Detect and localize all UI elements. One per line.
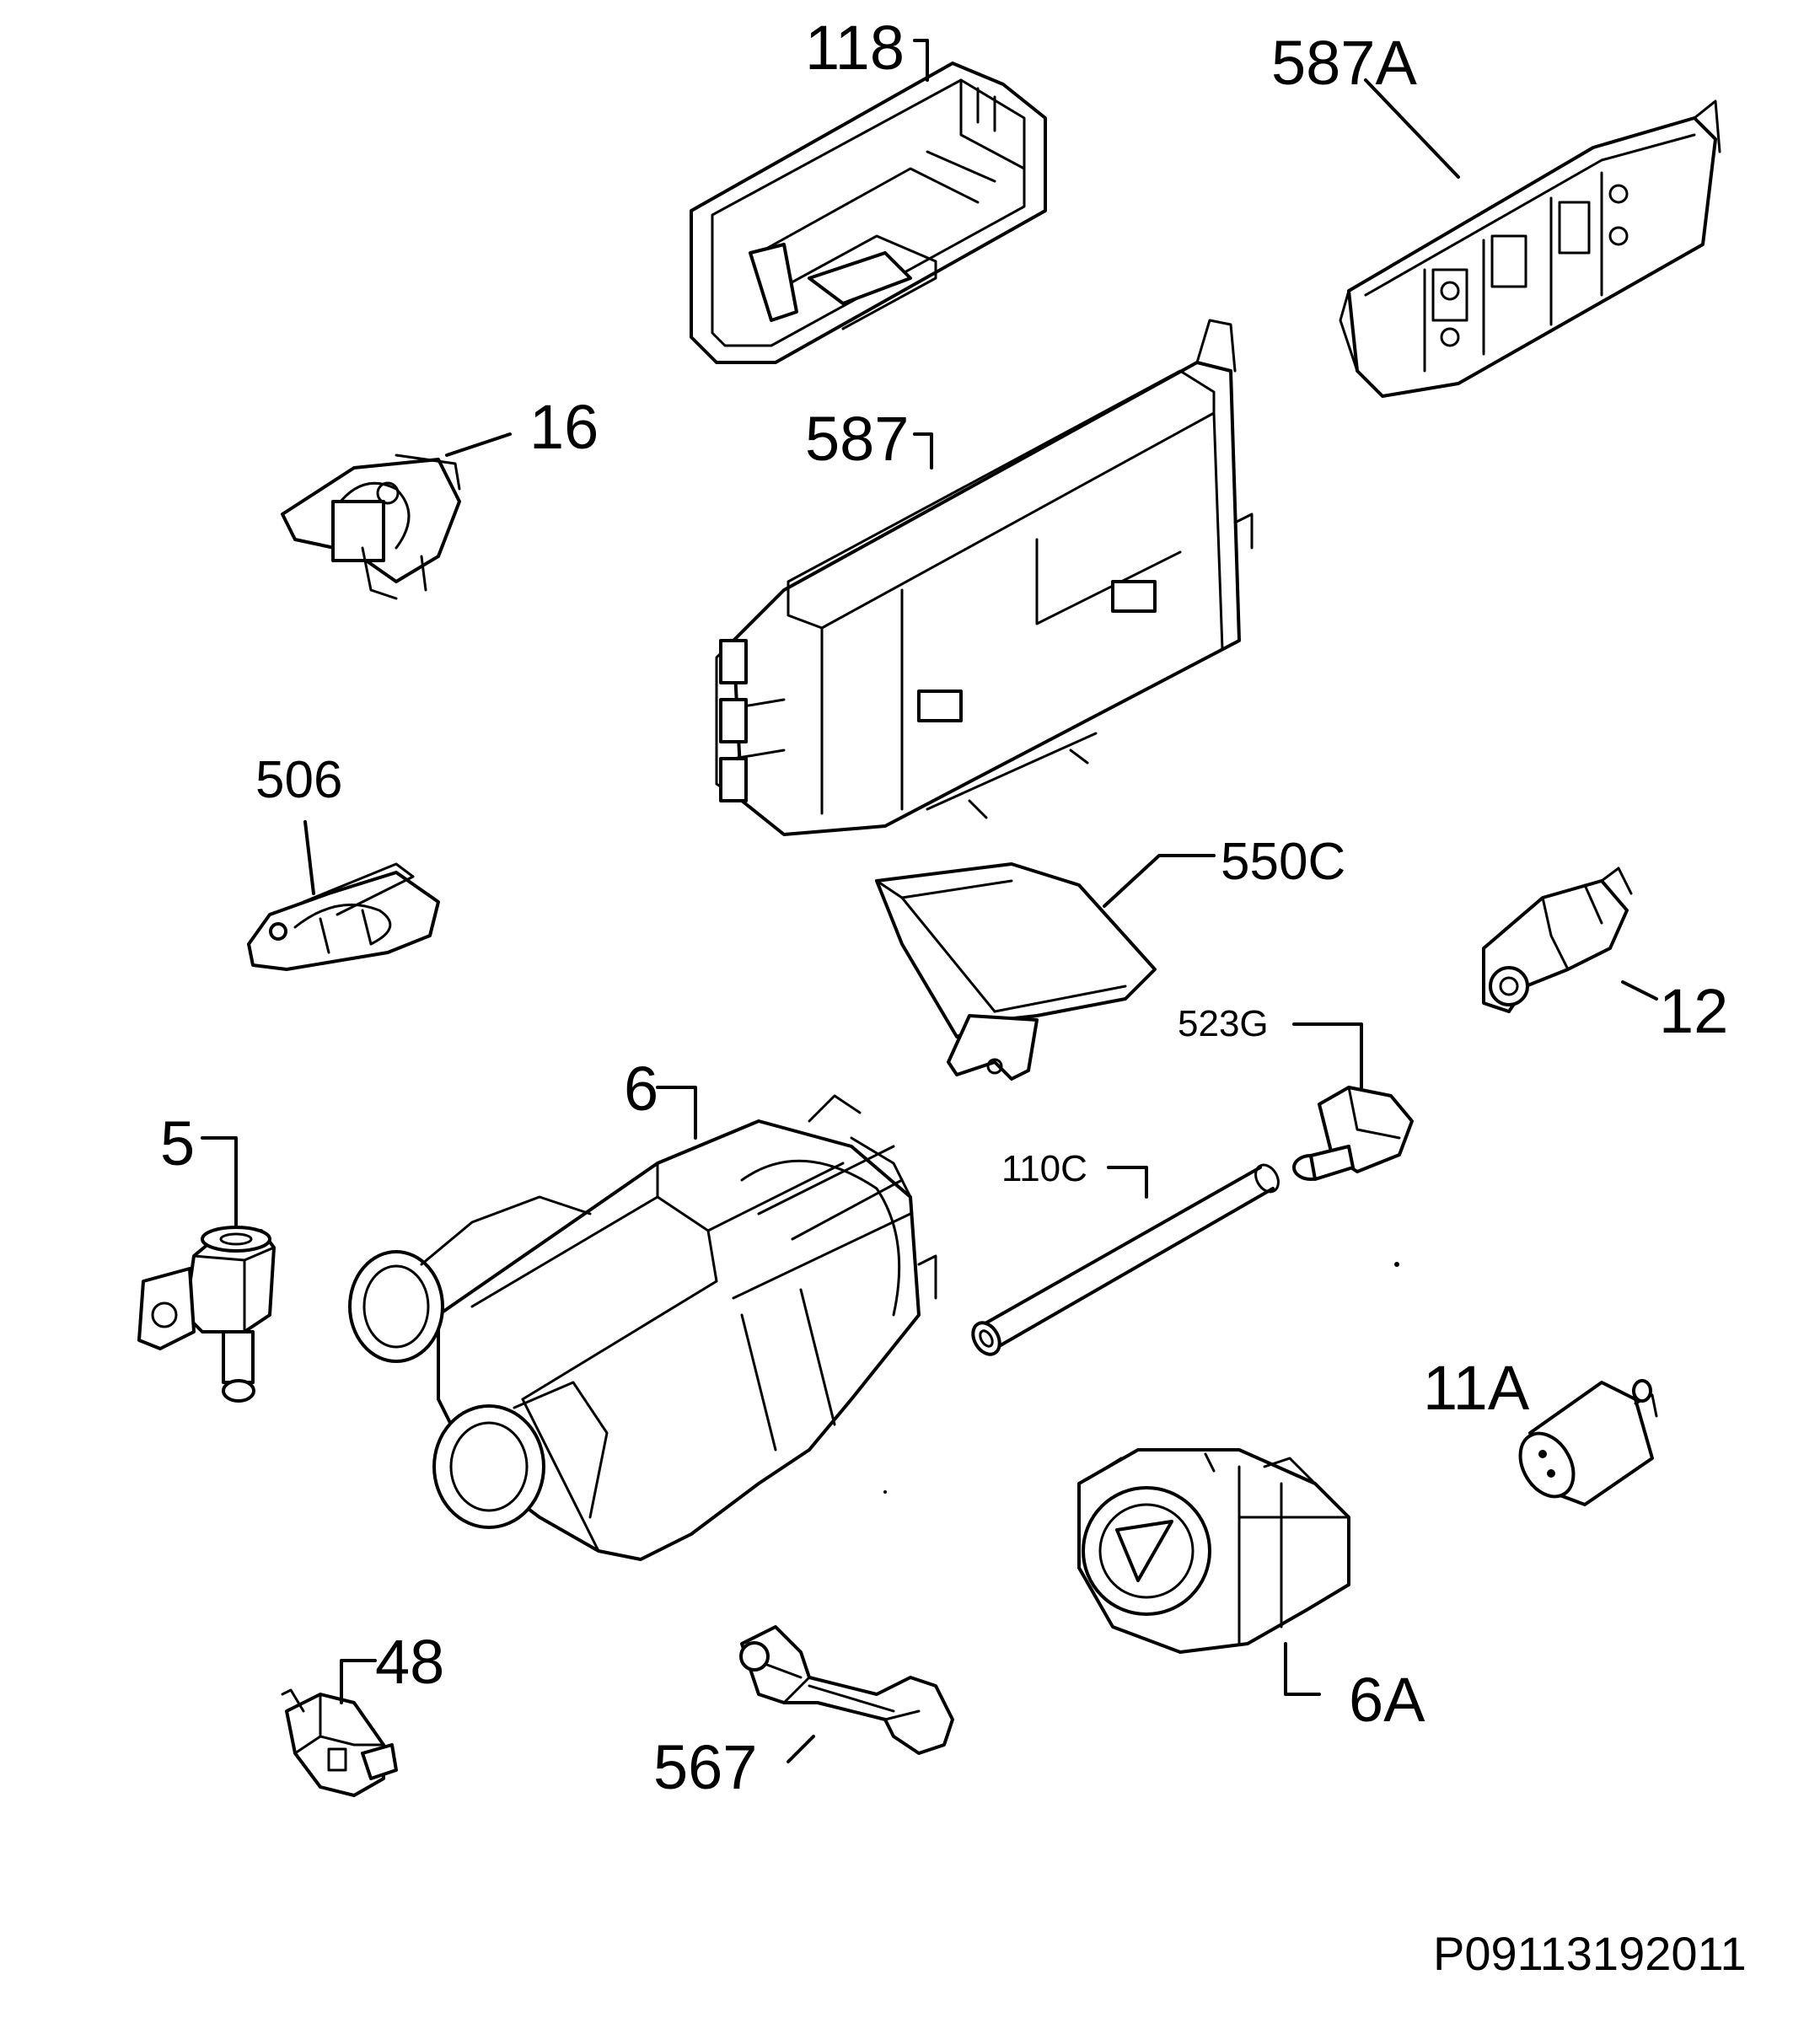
part-5-leader xyxy=(201,1136,238,1228)
drawing-code: P09113192011 xyxy=(1433,1927,1747,1980)
label-550C: 550C xyxy=(1221,833,1346,891)
part-587-leader xyxy=(913,432,933,470)
part-110C-leader xyxy=(1107,1166,1148,1199)
part-6A-leader xyxy=(1284,1642,1321,1696)
label-587A: 587A xyxy=(1271,28,1417,98)
part-523G-drawing xyxy=(1292,1086,1414,1181)
label-11A: 11A xyxy=(1423,1353,1530,1423)
part-523G-leader xyxy=(1292,1022,1363,1089)
stray-dot xyxy=(1394,1262,1399,1267)
part-11A-drawing xyxy=(1518,1379,1658,1506)
part-110C-drawing xyxy=(971,1163,1280,1356)
label-48: 48 xyxy=(375,1627,445,1697)
part-6-leader xyxy=(656,1086,697,1140)
part-587-drawing xyxy=(715,319,1254,836)
label-6: 6 xyxy=(624,1054,659,1124)
label-5: 5 xyxy=(160,1108,196,1178)
part-16-leader xyxy=(445,432,512,457)
label-6A: 6A xyxy=(1349,1665,1425,1735)
part-48-leader xyxy=(340,1659,377,1704)
label-506: 506 xyxy=(255,751,343,809)
label-16: 16 xyxy=(529,392,599,462)
part-567-drawing xyxy=(739,1625,954,1755)
part-118-drawing xyxy=(690,62,1047,364)
label-12: 12 xyxy=(1659,976,1729,1046)
part-587A-drawing xyxy=(1339,99,1721,398)
part-118-leader xyxy=(913,39,929,82)
part-6A-drawing xyxy=(1077,1448,1350,1654)
part-506-drawing xyxy=(247,862,440,971)
part-16-drawing xyxy=(281,453,461,600)
label-118: 118 xyxy=(805,13,905,83)
label-567: 567 xyxy=(653,1732,758,1802)
part-587A-leader xyxy=(1364,78,1460,179)
label-587: 587 xyxy=(805,404,910,474)
part-567-leader xyxy=(787,1735,815,1763)
stray-dot xyxy=(883,1490,887,1494)
part-5-drawing xyxy=(137,1226,276,1403)
label-523G: 523G xyxy=(1178,1003,1269,1044)
part-506-leader xyxy=(303,820,315,895)
part-550C-drawing xyxy=(875,862,1157,1081)
part-12-leader xyxy=(1621,980,1658,1001)
part-12-drawing xyxy=(1482,867,1633,1013)
label-110C: 110C xyxy=(1001,1148,1087,1189)
part-48-drawing xyxy=(281,1688,398,1797)
part-550C-leader xyxy=(1103,854,1216,908)
part-6-drawing xyxy=(348,1094,937,1561)
